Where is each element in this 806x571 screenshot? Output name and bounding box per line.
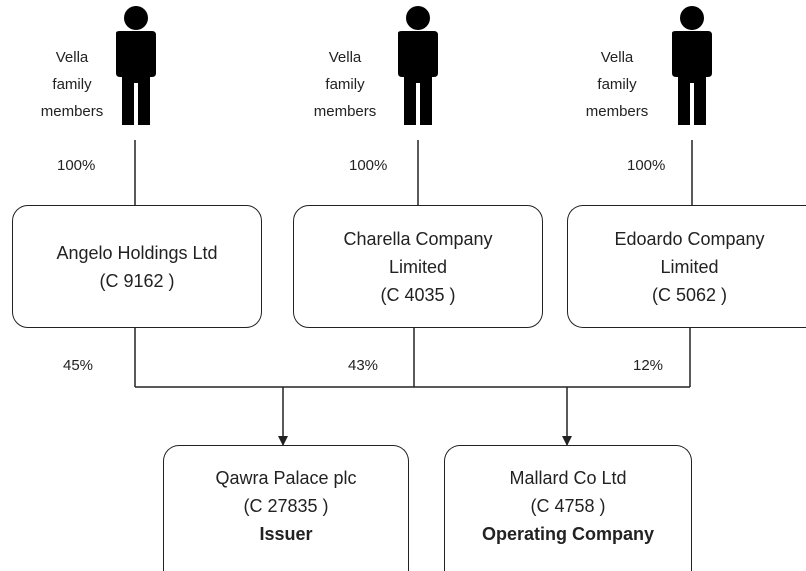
holding-box-angelo: Angelo Holdings Ltd (C 9162 ) [12, 205, 262, 328]
owner-label-line: family [597, 76, 637, 93]
person-icon [398, 6, 438, 125]
holding-reg: (C 5062 ) [651, 284, 728, 305]
holding-name: Limited [660, 256, 719, 277]
holding-name: Angelo Holdings Ltd [56, 242, 218, 263]
person-icon [116, 6, 156, 125]
owner-label-1: Vella family members [27, 44, 117, 125]
stake-pct-2: 43% [348, 357, 379, 374]
owner-label-line: Vella [328, 49, 362, 66]
owner-label-line: members [40, 103, 104, 120]
owner-label-line: members [313, 103, 377, 120]
holding-name: Edoardo Company [614, 228, 765, 249]
subsidiary-role: Operating Company [481, 524, 655, 544]
holding-reg: (C 4035 ) [380, 284, 456, 305]
holding-reg: (C 9162 ) [99, 270, 175, 291]
owner-pct-3: 100% [627, 157, 666, 174]
subsidiary-name: Mallard Co Ltd [509, 468, 627, 488]
person-icon [672, 6, 712, 125]
owner-label-line: family [52, 76, 92, 93]
subsidiary-box-qawra: Qawra Palace plc (C 27835 ) Issuer [163, 445, 409, 571]
stake-pct-1: 45% [63, 357, 94, 374]
subsidiary-reg: (C 4758 ) [530, 496, 606, 516]
holding-name: Charella Company [343, 228, 493, 249]
owner-label-line: members [585, 103, 649, 120]
owner-label-line: Vella [600, 49, 634, 66]
holding-box-edoardo: Edoardo Company Limited (C 5062 ) [567, 205, 806, 328]
subsidiary-reg: (C 27835 ) [243, 496, 329, 516]
owner-pct-2: 100% [349, 157, 388, 174]
holding-name: Limited [388, 256, 448, 277]
owner-label-line: family [325, 76, 365, 93]
subsidiary-name: Qawra Palace plc [215, 468, 357, 488]
owner-label-2: Vella family members [300, 44, 390, 125]
owner-label-3: Vella family members [572, 44, 662, 125]
subsidiary-box-mallard: Mallard Co Ltd (C 4758 ) Operating Compa… [444, 445, 692, 571]
stake-pct-3: 12% [633, 357, 664, 374]
owner-label-line: Vella [55, 49, 89, 66]
owner-pct-1: 100% [57, 157, 96, 174]
subsidiary-role: Issuer [259, 524, 313, 544]
holding-box-charella: Charella Company Limited (C 4035 ) [293, 205, 543, 328]
